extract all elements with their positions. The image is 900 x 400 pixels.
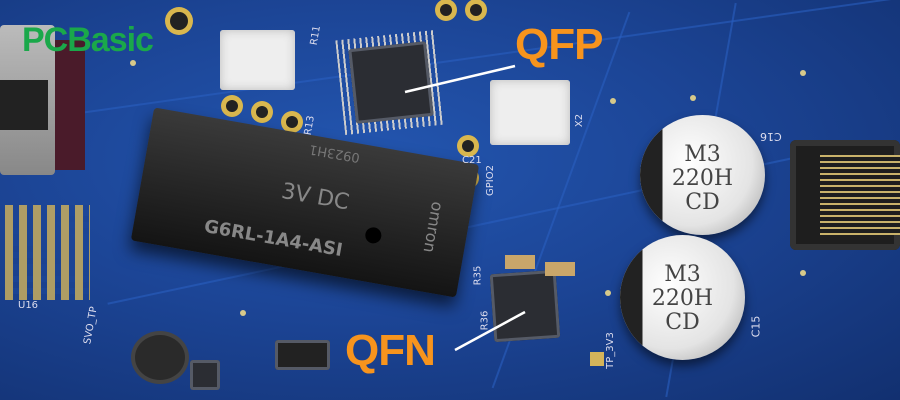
qfp-pointer-line	[404, 64, 516, 94]
qfn-pointer-line	[454, 310, 526, 352]
header-connector	[220, 30, 295, 90]
capacitor-c16: M3 220H CD	[640, 115, 765, 235]
pcbasic-logo: PCBasic	[22, 21, 154, 59]
qfp-label: QFP	[515, 20, 603, 69]
inductor	[135, 335, 185, 380]
qfn-label: QFN	[345, 326, 436, 375]
capacitor-c15: M3 220H CD	[620, 235, 745, 360]
x2-connector	[490, 80, 570, 145]
pad-grid	[5, 205, 90, 300]
